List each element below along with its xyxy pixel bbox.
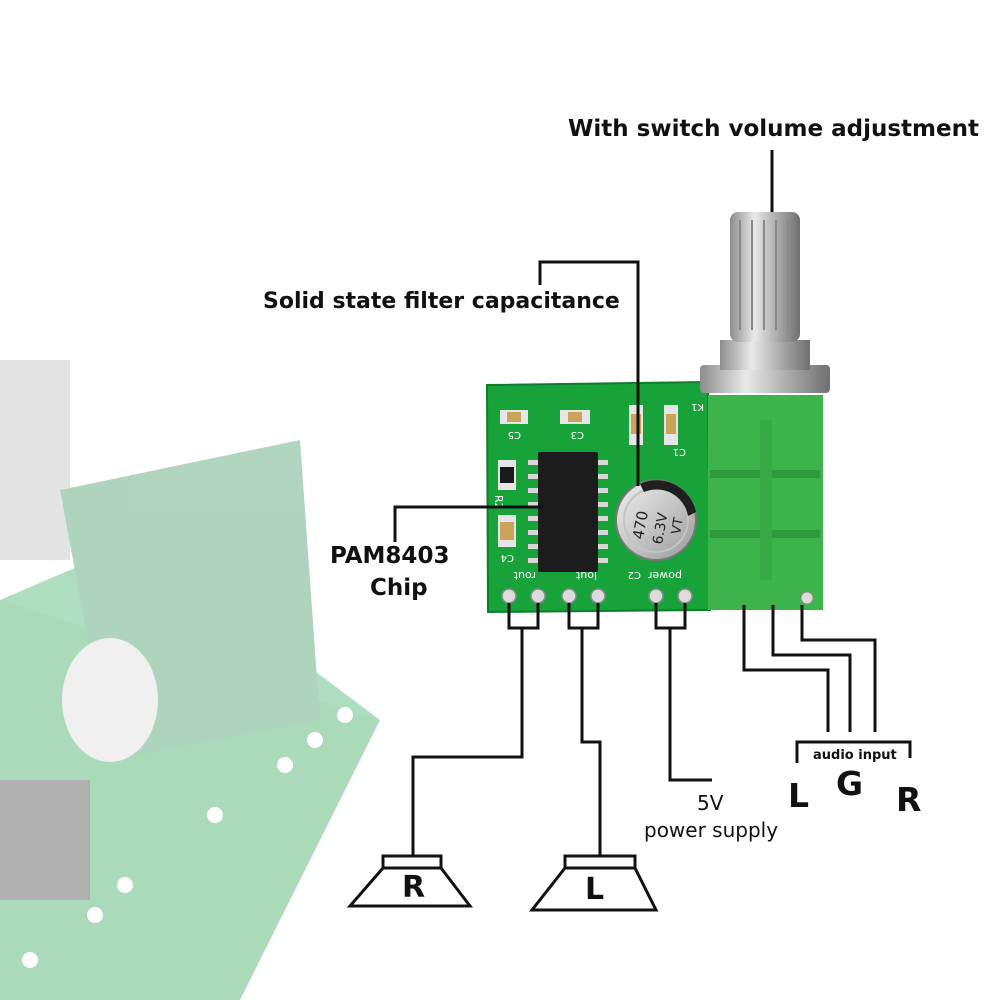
leader-chip <box>393 505 543 542</box>
leader-capacitor <box>538 260 640 486</box>
smd-capacitor-c3 <box>560 410 590 424</box>
silk-lout: lout <box>575 569 597 582</box>
smd-capacitor-c5 <box>500 410 528 424</box>
smd-capacitor-c4 <box>498 515 516 547</box>
wire-power-out <box>668 628 712 782</box>
smd-resistor-r2 <box>498 460 516 490</box>
power-supply-label: power supply <box>644 818 779 842</box>
input-l-label: L <box>788 776 810 815</box>
audio-input-label: audio input <box>813 748 897 763</box>
silk-c2: C2 <box>628 569 641 580</box>
supply-voltage-label: 5V <box>697 791 724 815</box>
cap-brand-text: VT <box>669 516 687 535</box>
silk-c1: C1 <box>673 446 686 457</box>
input-g-label: G <box>836 764 864 803</box>
silk-c4: C4 <box>501 552 514 563</box>
silk-c3: C3 <box>571 429 584 440</box>
wire-speaker-l-1 <box>580 628 602 856</box>
silk-power: power <box>648 569 682 582</box>
silk-rout: rout <box>513 569 536 582</box>
speaker-right-icon <box>346 854 474 908</box>
electrolytic-capacitor: 470 6.3V VT <box>615 479 697 561</box>
volume-potentiometer <box>700 212 830 610</box>
audio-input-bracket <box>795 740 912 763</box>
speaker-left-icon <box>528 854 659 912</box>
speaker-left-label: L <box>585 872 605 907</box>
cap-value-text: 470 <box>629 509 652 540</box>
silk-c5: C5 <box>508 429 521 440</box>
silk-k1: K1 <box>691 401 704 412</box>
chip-name-label: PAM8403 <box>330 543 450 569</box>
wire-speaker-r <box>411 628 524 856</box>
switch-volume-label: With switch volume adjustment <box>568 116 979 142</box>
input-r-label: R <box>896 780 922 819</box>
pam8403-chip <box>528 452 608 572</box>
wire-input-r <box>800 605 877 732</box>
leader-lines <box>393 150 912 856</box>
speaker-right-label: R <box>402 870 426 905</box>
wire-input-g <box>771 605 852 732</box>
filter-capacitance-label: Solid state filter capacitance <box>263 289 620 314</box>
cap-voltage-text: 6.3V <box>650 511 671 546</box>
wire-input-l <box>742 605 830 732</box>
background-board-faded <box>0 360 380 1000</box>
chip-word-label: Chip <box>370 575 428 601</box>
